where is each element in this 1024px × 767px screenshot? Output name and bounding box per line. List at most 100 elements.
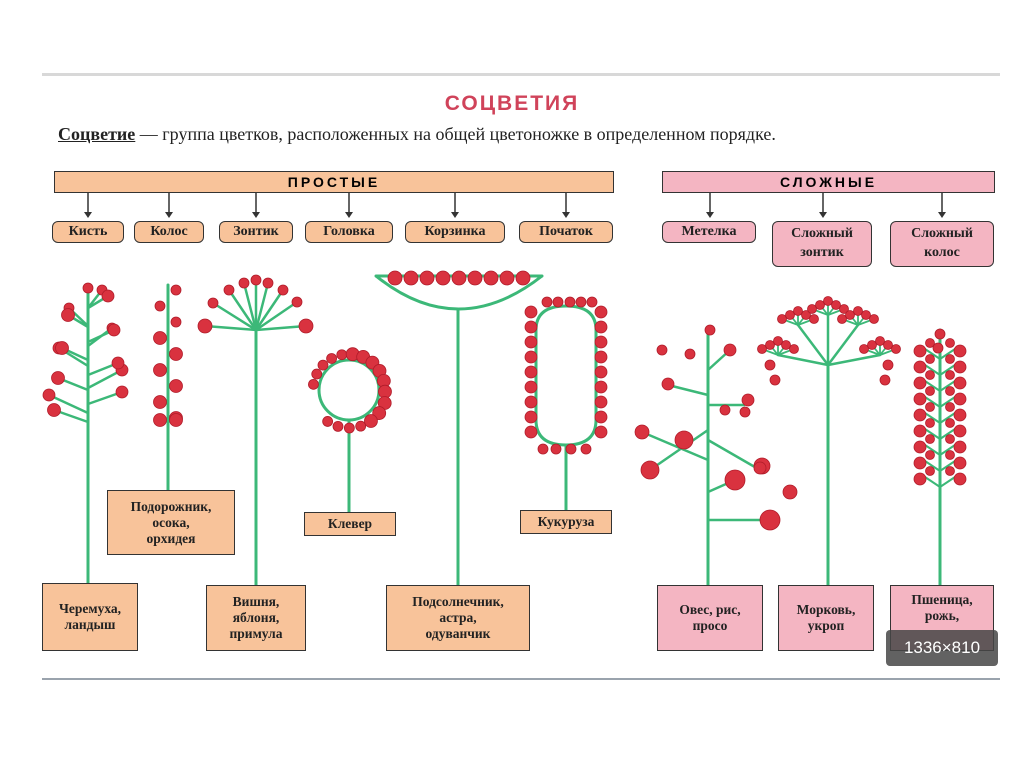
flower-dot (913, 440, 927, 454)
page-title: СОЦВЕТИЯ (444, 92, 580, 115)
flower-dot (42, 388, 56, 402)
compound-umbel-ray (826, 323, 860, 367)
umbel-ray (254, 281, 270, 332)
flower-dot (891, 344, 901, 354)
flower-dot (656, 344, 668, 356)
flower-dot (594, 380, 608, 394)
flower-dot (759, 509, 781, 531)
compound-spike-branch (939, 412, 956, 424)
flower-dot (364, 414, 378, 428)
umbel-ray (242, 281, 258, 332)
flower-dot (51, 371, 65, 385)
flower-dot (674, 430, 694, 450)
spadix-axis (534, 304, 598, 447)
type-kist: Кисть (52, 221, 124, 243)
arrow-head (819, 212, 827, 218)
flower-dot (869, 314, 879, 324)
flower-dot (945, 386, 955, 396)
umbel-ray (211, 301, 258, 332)
example-metelka: Овес, рис, просо (657, 585, 763, 651)
flower-dot (153, 395, 167, 409)
flower-dot (913, 424, 927, 438)
example-kolos: Подорожник, осока, орхидея (107, 490, 235, 555)
flower-dot (953, 392, 967, 406)
flower-dot (317, 359, 329, 371)
flower-dot (435, 270, 451, 286)
flower-dot (336, 349, 348, 361)
flower-dot (223, 284, 235, 296)
flower-dot (291, 296, 303, 308)
flower-dot (913, 376, 927, 390)
flower-dot (781, 340, 791, 350)
flower-dot (925, 434, 935, 444)
flower-dot (238, 277, 250, 289)
flower-dot (853, 306, 863, 316)
arrow-head (345, 212, 353, 218)
flower-dot (154, 300, 166, 312)
flower-dot (815, 300, 825, 310)
flower-dot (403, 270, 419, 286)
flower-dot (343, 422, 355, 434)
flower-dot (47, 403, 61, 417)
flower-dot (111, 356, 125, 370)
flower-dot (594, 395, 608, 409)
arrow-head (451, 212, 459, 218)
flower-dot (765, 340, 775, 350)
arrow-head (165, 212, 173, 218)
category-simple: ПРОСТЫЕ (54, 171, 614, 193)
flower-dot (925, 402, 935, 412)
flower-dot (524, 410, 538, 424)
compound-spike-branch (939, 380, 956, 392)
flower-dot (586, 296, 598, 308)
flower-dot (515, 270, 531, 286)
flower-dot (575, 296, 587, 308)
flower-dot (809, 314, 819, 324)
type-kolos: Колос (134, 221, 204, 243)
flower-dot (883, 340, 893, 350)
compound-umbel-ray (776, 353, 830, 367)
flower-dot (594, 410, 608, 424)
flower-dot (634, 424, 650, 440)
flower-dot (640, 460, 660, 480)
flower-dot (594, 305, 608, 319)
type-complex-spike: Сложный колос (890, 221, 994, 267)
flower-dot (879, 374, 891, 386)
example-kist: Черемуха, ландыш (42, 583, 138, 651)
flower-dot (925, 418, 935, 428)
definition-text: — группа цветков, расположенных на общей… (135, 124, 776, 144)
compound-umbel-ray (796, 323, 830, 367)
flower-dot (153, 331, 167, 345)
flower-dot (753, 461, 767, 475)
raceme-pedicel (47, 393, 90, 415)
compound-spike-branch (939, 444, 956, 456)
flower-dot (807, 304, 817, 314)
flower-dot (913, 472, 927, 486)
flower-dot (913, 344, 927, 358)
compound-spike-branch (924, 380, 941, 392)
flower-dot (719, 404, 731, 416)
compound-spike-branch (939, 348, 956, 360)
flower-dot (837, 314, 847, 324)
example-pochatok: Кукуруза (520, 510, 612, 534)
flower-dot (953, 440, 967, 454)
umbel-ray (254, 324, 308, 332)
arrow-head (252, 212, 260, 218)
flower-dot (875, 336, 885, 346)
bottom-divider (42, 678, 1000, 680)
flower-dot (524, 425, 538, 439)
compound-spike-branch (939, 396, 956, 408)
flower-dot (169, 413, 183, 427)
compound-spike-branch (939, 460, 956, 472)
flower-dot (684, 348, 696, 360)
flower-dot (913, 392, 927, 406)
flower-dot (552, 296, 564, 308)
type-golovka: Головка (305, 221, 393, 243)
flower-dot (945, 370, 955, 380)
flower-dot (594, 365, 608, 379)
flower-dot (945, 402, 955, 412)
compound-spike-branch (924, 460, 941, 472)
flower-dot (277, 284, 289, 296)
example-golovka: Клевер (304, 512, 396, 536)
image-size-badge: 1336×810 (886, 630, 998, 666)
flower-dot (197, 318, 213, 334)
